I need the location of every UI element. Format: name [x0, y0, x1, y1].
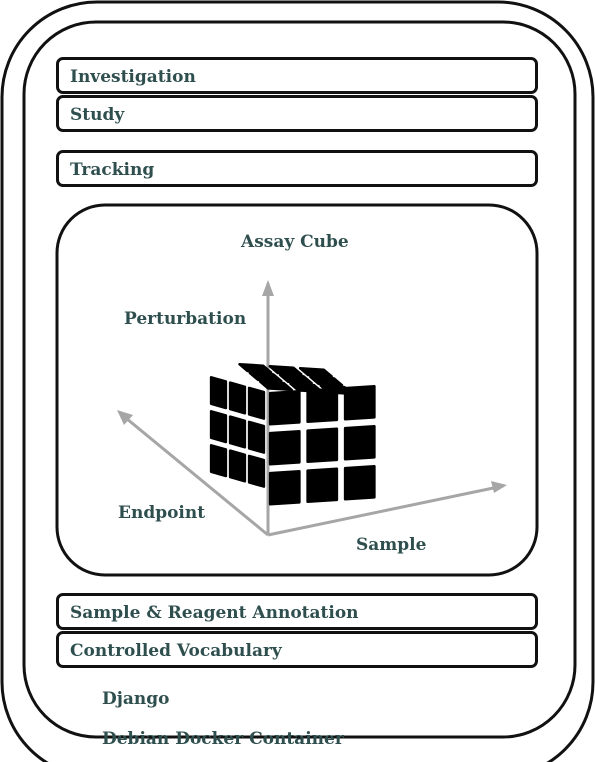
rubiks-cube-icon	[209, 362, 376, 506]
cube-front-cell	[306, 427, 339, 464]
perturbation-arrowhead	[262, 280, 274, 296]
container-label: Debian Docker Container	[102, 729, 344, 749]
cube-left-cell	[247, 420, 266, 454]
axes	[120, 283, 504, 537]
tracking-label: Tracking	[70, 160, 155, 180]
axis-arrowheads	[117, 280, 507, 493]
cube-front-cell	[343, 424, 376, 461]
cube-front-cell	[343, 464, 376, 501]
vocabulary-label: Controlled Vocabulary	[70, 641, 282, 661]
cube-left-cell	[228, 415, 247, 449]
controlled-vocabulary-layer: Controlled Vocabulary	[56, 631, 538, 668]
django-frame	[22, 20, 577, 739]
cube-top-cell	[238, 362, 273, 374]
cube-top-cell	[278, 373, 313, 385]
investigation-label: Investigation	[70, 67, 196, 87]
sample-axis	[267, 484, 504, 537]
cube-front-cell	[268, 469, 301, 506]
perturbation-axis-label: Perturbation	[124, 309, 247, 329]
cube-top-cell	[319, 384, 354, 396]
cube-top-cell	[258, 380, 293, 392]
django-label: Django	[102, 689, 170, 709]
endpoint-arrowhead	[117, 410, 133, 425]
study-label: Study	[70, 105, 125, 125]
cube-front-cell	[268, 389, 301, 426]
cube-top-cell	[268, 364, 303, 376]
cube-top-cell	[309, 375, 344, 387]
endpoint-axis-label: Endpoint	[118, 503, 206, 523]
assay-cube-title: Assay Cube	[241, 232, 349, 252]
sample-reagent-annotation-layer: Sample & Reagent Annotation	[56, 593, 538, 630]
cube-left-cell	[209, 444, 228, 478]
cube-left-cell	[209, 410, 228, 444]
assay-cube-frame	[55, 203, 539, 577]
cube-left-cell	[247, 454, 266, 488]
cube-left-cell	[209, 376, 228, 410]
cube-top-cell	[298, 366, 333, 378]
cube-left-cell	[247, 386, 266, 420]
investigation-layer: Investigation	[56, 57, 538, 94]
cube-left-cell	[228, 381, 247, 415]
cube-top-cell	[248, 371, 283, 383]
endpoint-axis	[120, 412, 269, 537]
cube-top-cell	[289, 382, 324, 394]
cube-front-cell	[268, 429, 301, 466]
tracking-layer: Tracking	[56, 150, 538, 187]
annotation-label: Sample & Reagent Annotation	[70, 603, 359, 623]
sample-arrowhead	[491, 481, 507, 493]
study-layer: Study	[56, 95, 538, 132]
cube-left-cell	[228, 449, 247, 483]
sample-axis-label: Sample	[356, 535, 427, 555]
cube-front-cell	[306, 467, 339, 504]
